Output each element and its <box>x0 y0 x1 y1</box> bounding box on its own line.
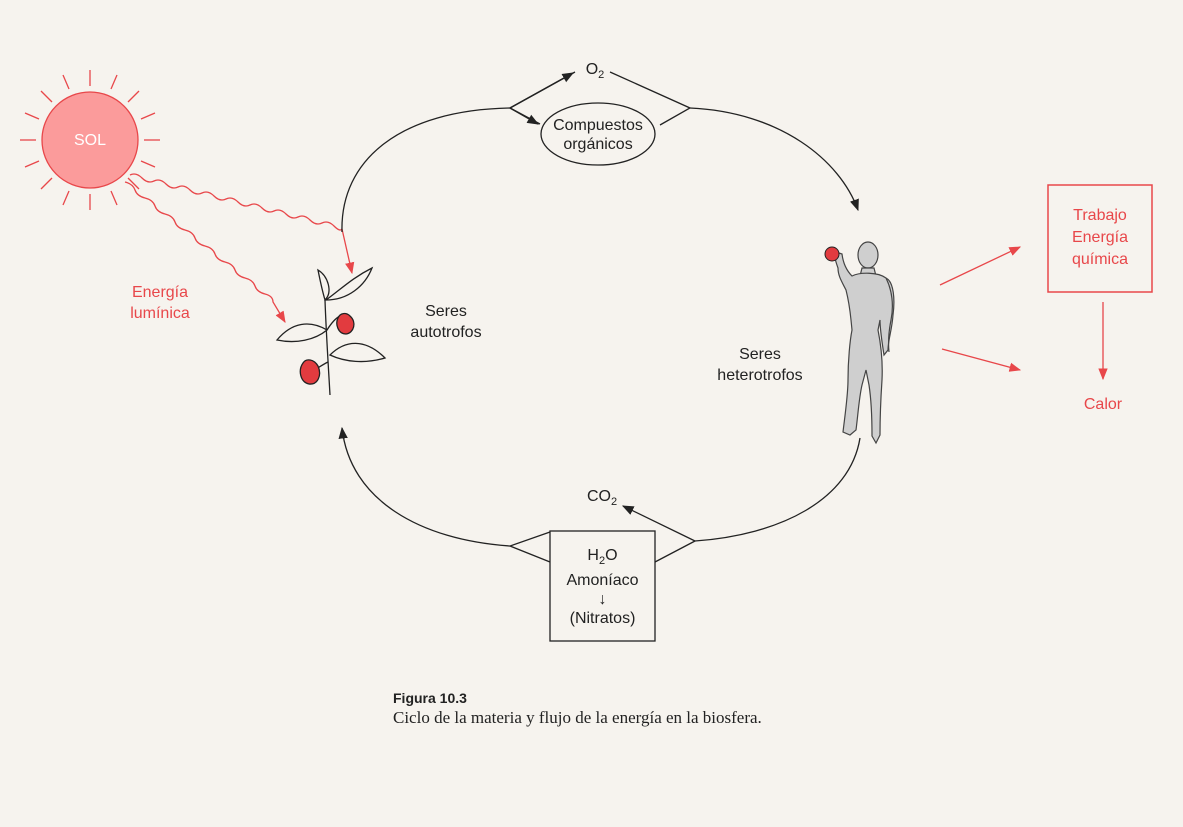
work-line1: Trabajo <box>1048 205 1152 227</box>
arrow-to-work <box>940 247 1020 285</box>
arc-autotrophs-to-products <box>342 108 510 232</box>
heterotrophs-line2: heterotrofos <box>700 366 820 385</box>
light-energy-line2: lumínica <box>110 304 210 323</box>
light-arrow-upper <box>130 174 352 273</box>
light-energy-label: Energía lumínica <box>110 283 210 323</box>
plant-icon <box>277 268 385 395</box>
work-line2: Energía <box>1048 227 1152 249</box>
organic-line2: orgánicos <box>541 135 655 154</box>
co2-label: CO2 <box>575 487 629 512</box>
autotrophs-line2: autotrofos <box>396 323 496 342</box>
co2-base: CO <box>587 488 611 505</box>
heterotrophs-line1: Seres <box>700 345 820 364</box>
work-energy-label: Trabajo Energía química <box>1048 205 1152 271</box>
co2-sub: 2 <box>611 496 617 508</box>
human-figure-icon <box>835 242 894 443</box>
heat-text: Calor <box>1084 396 1122 413</box>
autotrophs-line1: Seres <box>396 302 496 321</box>
nitrates-text: (Nitratos) <box>550 609 655 628</box>
autotrophs-label: Seres autotrofos <box>396 302 496 342</box>
apple-icon <box>825 247 839 261</box>
oxygen-base: O <box>586 61 598 78</box>
arc-to-heterotrophs <box>690 108 858 210</box>
sun-label: SOL <box>60 131 120 150</box>
down-arrow-icon: ↓ <box>550 590 655 609</box>
ammonia-text: Amoníaco <box>550 571 655 590</box>
organic-compounds-label: Compuestos orgánicos <box>541 116 655 154</box>
water-formula: H2O <box>550 546 655 571</box>
organic-line1: Compuestos <box>541 116 655 135</box>
figure-caption: Ciclo de la materia y flujo de la energí… <box>393 708 762 728</box>
light-energy-line1: Energía <box>110 283 210 302</box>
arrow-to-heat-side <box>942 349 1020 370</box>
work-line3: química <box>1048 249 1152 271</box>
oxygen-label: O2 <box>575 60 615 85</box>
water-rest: O <box>605 547 617 564</box>
heat-label: Calor <box>1068 395 1138 414</box>
arrow-to-organic <box>510 108 538 124</box>
arrow-to-oxygen <box>510 73 573 108</box>
sun-label-text: SOL <box>74 132 106 149</box>
arc-to-autotrophs <box>342 428 510 546</box>
arc-heterotrophs-to-products <box>695 438 860 541</box>
oxygen-sub: 2 <box>598 69 604 81</box>
heterotrophs-label: Seres heterotrofos <box>700 345 820 385</box>
water-base: H <box>587 547 599 564</box>
inorganic-label: H2O Amoníaco ↓ (Nitratos) <box>550 546 655 628</box>
figure-number: Figura 10.3 <box>393 690 467 706</box>
